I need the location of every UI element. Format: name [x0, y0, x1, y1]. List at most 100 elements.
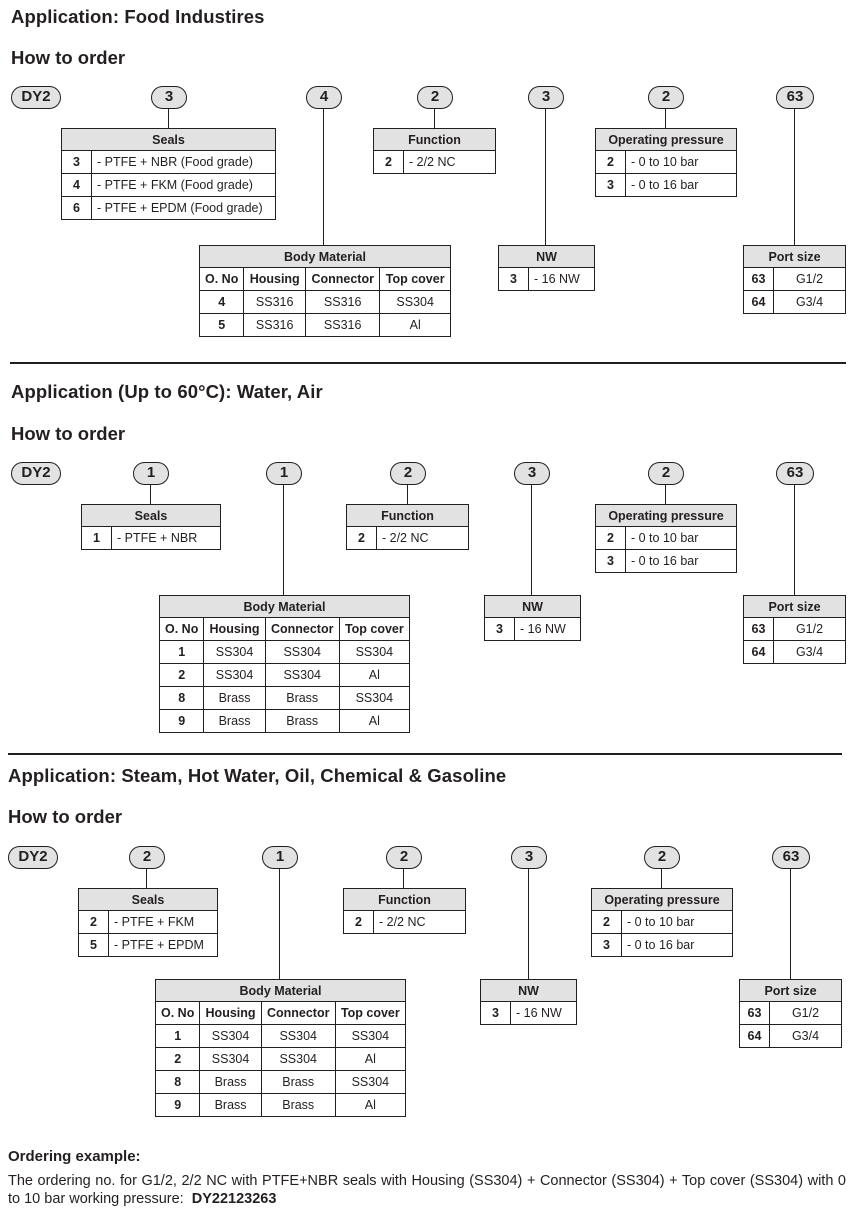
body-connector: SS304 — [264, 640, 340, 664]
body-top-cover: SS304 — [379, 290, 451, 314]
column-header: Connector — [260, 1001, 336, 1025]
connector-line — [168, 109, 170, 129]
function-table: Function 2- 2/2 NC — [343, 888, 466, 934]
pressure-code: 3 — [595, 549, 626, 573]
code-pill-prefix: DY2 — [8, 846, 58, 869]
pressure-table: Operating pressure 2- 0 to 10 bar 3- 0 t… — [595, 504, 737, 573]
body-top-cover: Al — [338, 663, 411, 687]
body-connector: Brass — [260, 1093, 336, 1117]
connector-line — [434, 109, 436, 129]
port-code: 63 — [739, 1001, 770, 1025]
body-top-cover: SS304 — [334, 1070, 407, 1094]
body-connector: SS304 — [260, 1047, 336, 1071]
nw-code: 3 — [484, 617, 515, 641]
body-housing: Brass — [199, 1070, 262, 1094]
how-to-order-heading: How to order — [8, 806, 123, 827]
column-header: O. No — [154, 1001, 201, 1025]
code-pill-nw: 3 — [514, 462, 550, 485]
body-material-header: Body Material — [155, 979, 406, 1002]
nw-desc: - 16 NW — [510, 1001, 577, 1025]
connector-line — [407, 485, 409, 505]
code-pill-body: 1 — [262, 846, 298, 869]
body-code: 8 — [158, 686, 205, 710]
section-divider — [8, 753, 842, 755]
section-title: Application (Up to 60°C): Water, Air — [11, 381, 323, 402]
port-size-table-header: Port size — [739, 979, 842, 1002]
body-connector: SS316 — [305, 290, 381, 314]
code-pill-pressure: 2 — [648, 462, 684, 485]
body-top-cover: Al — [338, 709, 411, 733]
code-pill-function: 2 — [417, 86, 453, 109]
code-pill-port: 63 — [776, 86, 814, 109]
section-steam-oil-chemical: Application: Steam, Hot Water, Oil, Chem… — [0, 760, 850, 1140]
connector-line — [661, 869, 663, 889]
seal-desc: - PTFE + NBR — [111, 526, 221, 550]
body-connector: Brass — [260, 1070, 336, 1094]
ordering-example-code: DY22123263 — [191, 1191, 277, 1207]
body-housing: Brass — [203, 709, 266, 733]
seals-table-header: Seals — [61, 128, 276, 151]
connector-line — [794, 485, 796, 596]
seal-code: 3 — [61, 150, 92, 174]
pressure-desc: - 0 to 16 bar — [625, 549, 737, 573]
column-header: Connector — [305, 267, 381, 291]
pressure-table-header: Operating pressure — [591, 888, 733, 911]
pressure-code: 2 — [595, 526, 626, 550]
how-to-order-heading: How to order — [11, 423, 126, 444]
port-size-table-header: Port size — [743, 595, 846, 618]
function-code: 2 — [343, 910, 374, 934]
function-table-header: Function — [373, 128, 496, 151]
connector-line — [790, 869, 792, 980]
port-desc: G3/4 — [769, 1024, 842, 1048]
column-header: O. No — [158, 617, 205, 641]
pressure-desc: - 0 to 10 bar — [625, 526, 737, 550]
connector-line — [528, 869, 530, 980]
connector-line — [323, 109, 325, 246]
body-housing: Brass — [199, 1093, 262, 1117]
body-connector: Brass — [264, 686, 340, 710]
code-pill-pressure: 2 — [648, 86, 684, 109]
body-code: 2 — [158, 663, 205, 687]
port-desc: G3/4 — [773, 640, 846, 664]
function-desc: - 2/2 NC — [376, 526, 469, 550]
port-code: 64 — [743, 290, 774, 314]
function-table: Function 2- 2/2 NC — [373, 128, 496, 174]
body-material-table: Body Material O. No Housing Connector To… — [158, 595, 411, 733]
body-code: 5 — [198, 313, 245, 337]
pressure-table-header: Operating pressure — [595, 504, 737, 527]
nw-desc: - 16 NW — [528, 267, 595, 291]
seal-desc: - PTFE + FKM — [108, 910, 218, 934]
code-pill-port: 63 — [772, 846, 810, 869]
function-table-header: Function — [343, 888, 466, 911]
port-size-table-header: Port size — [743, 245, 846, 268]
section-title: Application: Food Industires — [11, 6, 265, 27]
function-code: 2 — [346, 526, 377, 550]
pressure-desc: - 0 to 10 bar — [621, 910, 733, 934]
port-desc: G3/4 — [773, 290, 846, 314]
column-header: O. No — [198, 267, 245, 291]
ordering-example-heading: Ordering example: — [8, 1148, 141, 1165]
body-code: 9 — [154, 1093, 201, 1117]
body-code: 2 — [154, 1047, 201, 1071]
body-material-header: Body Material — [159, 595, 410, 618]
body-housing: SS316 — [243, 290, 307, 314]
pressure-code: 3 — [591, 933, 622, 957]
connector-line — [531, 485, 533, 596]
function-table-header: Function — [346, 504, 469, 527]
pressure-code: 2 — [595, 150, 626, 174]
code-pill-prefix: DY2 — [11, 86, 61, 109]
connector-line — [545, 109, 547, 246]
connector-line — [794, 109, 796, 246]
body-housing: SS316 — [243, 313, 307, 337]
port-code: 63 — [743, 617, 774, 641]
code-pill-body: 1 — [266, 462, 302, 485]
seal-code: 2 — [78, 910, 109, 934]
section-divider — [10, 362, 846, 364]
pressure-desc: - 0 to 16 bar — [625, 173, 737, 197]
column-header: Top cover — [334, 1001, 407, 1025]
seal-code: 1 — [81, 526, 112, 550]
column-header: Top cover — [379, 267, 451, 291]
